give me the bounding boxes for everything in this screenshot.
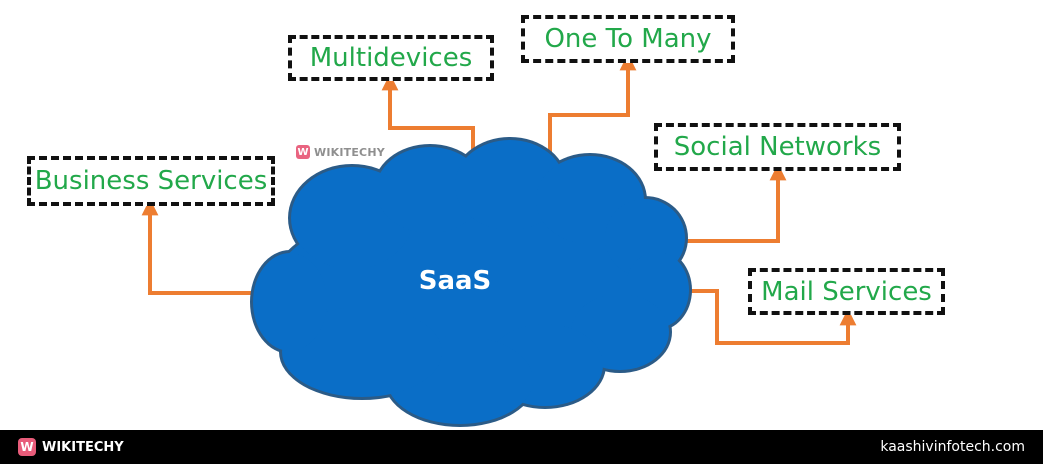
wikitechy-logo-icon: W [296, 145, 310, 159]
node-business-services-label: Business Services [34, 166, 268, 196]
footer-brand-name: WIKITECHY [42, 439, 124, 455]
wikitechy-logo-icon: W [18, 438, 36, 456]
connector-mail-services [688, 289, 857, 345]
saas-diagram: SaaS W WIKITECHY Multidevices One To Man… [27, 15, 945, 427]
connector-business-services [141, 198, 258, 295]
footer-brand: W WIKITECHY [18, 438, 124, 456]
node-one-to-many: One To Many [521, 15, 735, 63]
footer-site-link[interactable]: kaashivinfotech.com [880, 439, 1025, 455]
node-multidevices: Multidevices [288, 35, 494, 81]
node-business-services: Business Services [27, 156, 275, 206]
wikitechy-watermark: W WIKITECHY [296, 145, 385, 159]
diagram-canvas [141, 53, 857, 427]
connector-social-networks [678, 163, 787, 243]
node-one-to-many-label: One To Many [544, 24, 712, 54]
node-mail-services: Mail Services [748, 268, 945, 315]
node-social-networks-label: Social Networks [673, 132, 882, 162]
saas-cloud [250, 137, 692, 427]
connector-one-to-many [548, 53, 637, 168]
footer-bar: W WIKITECHY kaashivinfotech.com [0, 430, 1043, 464]
node-mail-services-label: Mail Services [761, 276, 932, 307]
watermark-text: WIKITECHY [314, 145, 385, 159]
saas-label: SaaS [418, 266, 492, 296]
node-social-networks: Social Networks [654, 123, 901, 171]
connector-lines [141, 53, 857, 345]
node-multidevices-label: Multidevices [309, 43, 473, 73]
